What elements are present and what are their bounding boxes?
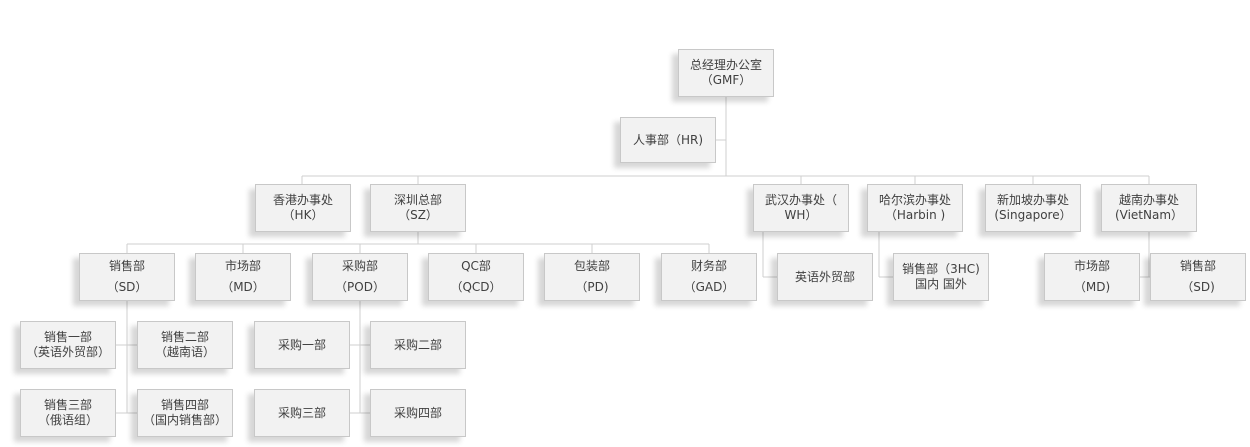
node-subtitle: （SZ） [398, 208, 438, 222]
node-subtitle: 国内 国外 [915, 277, 967, 291]
node-subtitle: （SD） [106, 280, 148, 294]
node-title: 销售一部 [43, 330, 92, 344]
node-title: 销售部 [1179, 259, 1216, 273]
org-node-gad: 财务部 （GAD） [661, 253, 757, 301]
node-subtitle: （Harbin ) [884, 208, 946, 222]
node-title: 采购二部 [393, 337, 442, 352]
node-title: 总经理办公室 [689, 58, 762, 72]
org-node-wh-trade: 英语外贸部 [777, 253, 873, 301]
node-subtitle: (Singapore） [994, 208, 1072, 222]
org-node-hk: 香港办事处（HK） [255, 184, 351, 232]
node-subtitle: （MD) [1073, 280, 1111, 294]
node-title: 英语外贸部 [794, 269, 855, 284]
org-node-pod1: 采购一部 [254, 321, 350, 369]
node-subtitle: （PD) [575, 280, 609, 294]
org-node-pod: 采购部 （POD） [312, 253, 408, 301]
org-node-sg: 新加坡办事处(Singapore） [985, 184, 1081, 232]
node-title: QC部 [461, 259, 491, 273]
node-subtitle: （国内销售部） [142, 413, 227, 427]
node-subtitle: （QCD） [450, 280, 502, 294]
node-title: 深圳总部 [393, 193, 442, 207]
node-title: 武汉办事处（ [764, 193, 837, 207]
node-title: 哈尔滨办事处 [878, 193, 951, 207]
org-node-sd3: 销售三部（俄语组） [20, 389, 116, 437]
org-node-pod2: 采购二部 [370, 321, 466, 369]
org-node-vn-sd: 销售部 （SD) [1150, 253, 1246, 301]
node-subtitle: （英语外贸部） [25, 345, 110, 359]
org-node-pod4: 采购四部 [370, 389, 466, 437]
node-title: 销售二部 [160, 330, 209, 344]
node-subtitle: （POD） [335, 280, 385, 294]
org-node-pod3: 采购三部 [254, 389, 350, 437]
node-title: 市场部 [1073, 259, 1110, 273]
node-subtitle: （MD） [221, 280, 265, 294]
node-subtitle: （俄语组） [37, 413, 98, 427]
node-title: 越南办事处 [1118, 193, 1179, 207]
org-node-pd: 包装部 （PD) [544, 253, 640, 301]
node-subtitle: WH） [784, 208, 818, 222]
org-node-sz: 深圳总部（SZ） [370, 184, 466, 232]
org-node-wh: 武汉办事处（WH） [753, 184, 849, 232]
node-title: 销售四部 [160, 398, 209, 412]
org-node-sd1: 销售一部（英语外贸部） [20, 321, 116, 369]
node-title: 市场部 [224, 259, 261, 273]
org-node-sd4: 销售四部（国内销售部） [137, 389, 233, 437]
node-title: 财务部 [690, 259, 727, 273]
node-subtitle: （越南语） [154, 345, 215, 359]
org-node-hr: 人事部（HR) [620, 117, 716, 163]
org-node-harbin: 哈尔滨办事处（Harbin ) [867, 184, 963, 232]
node-title: 销售三部 [43, 398, 92, 412]
node-title: 采购部 [341, 259, 378, 273]
node-title: 采购四部 [393, 405, 442, 420]
org-node-qcd: QC部 （QCD） [428, 253, 524, 301]
node-subtitle: (VietNam） [1114, 208, 1184, 222]
node-title: 包装部 [573, 259, 610, 273]
org-node-vn: 越南办事处(VietNam） [1101, 184, 1197, 232]
org-node-harbin-sd: 销售部（3HC)国内 国外 [893, 253, 989, 301]
node-title: 销售部 [108, 259, 145, 273]
node-title: 采购一部 [277, 337, 326, 352]
org-node-vn-md: 市场部 （MD) [1044, 253, 1140, 301]
org-node-sd2: 销售二部（越南语） [137, 321, 233, 369]
node-title: 销售部（3HC) [902, 262, 980, 276]
node-subtitle: （HK） [282, 208, 324, 222]
node-title: 新加坡办事处 [996, 193, 1069, 207]
node-title: 香港办事处 [272, 193, 333, 207]
node-title: 人事部（HR) [632, 132, 704, 147]
node-title: 采购三部 [277, 405, 326, 420]
org-node-sd: 销售部 （SD） [79, 253, 175, 301]
node-subtitle: （SD) [1181, 280, 1215, 294]
node-subtitle: （GAD） [683, 280, 735, 294]
node-subtitle: （GMF） [700, 73, 752, 87]
org-node-gmf: 总经理办公室（GMF） [678, 49, 774, 97]
org-node-md: 市场部 （MD） [195, 253, 291, 301]
